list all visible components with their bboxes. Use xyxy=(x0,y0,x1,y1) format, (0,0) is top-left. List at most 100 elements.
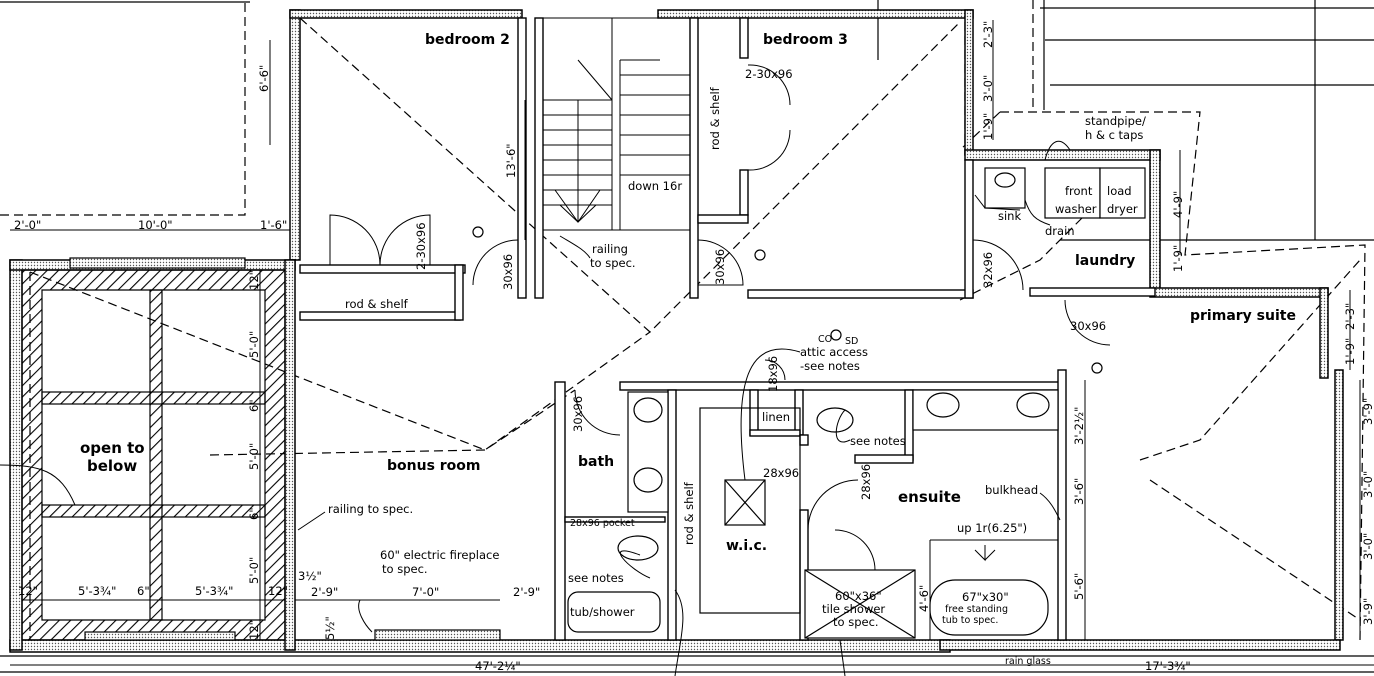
dim-12-a: 12" xyxy=(247,270,261,290)
dryer-load: load xyxy=(1107,184,1132,198)
laundry-label: laundry xyxy=(1075,253,1135,269)
dim-2-3-right: 2'-3" xyxy=(1343,303,1357,330)
railing-spec-note: railing to spec. xyxy=(328,502,413,516)
tub-spec: tub to spec. xyxy=(942,615,998,626)
see-notes-ensuite: see notes xyxy=(850,434,906,448)
smoke-detectors xyxy=(472,226,1103,374)
dryer-label: dryer xyxy=(1107,202,1138,216)
dim-3-9-a: 3'-9" xyxy=(1361,398,1374,425)
rod-shelf-bed2: rod & shelf xyxy=(345,297,409,311)
railing-note-2: to spec. xyxy=(590,256,636,270)
standpipe-note-1: standpipe/ xyxy=(1085,114,1146,128)
bonus-room-label: bonus room xyxy=(387,458,481,474)
wic-label: w.i.c. xyxy=(726,538,767,554)
door-bed2-closet: 2-30x96 xyxy=(414,222,428,270)
ensuite-label: ensuite xyxy=(898,488,961,506)
dim-3-0-b: 3'-0" xyxy=(1361,471,1374,498)
door-linen: 18x96 xyxy=(766,356,780,392)
door-bed3: 30x96 xyxy=(713,249,727,285)
dim-5-6: 5'-6" xyxy=(1072,573,1086,600)
dim-3-9-b: 3'-9" xyxy=(1361,598,1374,625)
door-bed3-closet: 2-30x96 xyxy=(745,67,793,81)
washer-label: washer xyxy=(1055,202,1097,216)
staircase xyxy=(542,17,691,231)
fixtures xyxy=(374,167,1146,641)
dim-10-0: 10'-0" xyxy=(138,218,173,232)
dim-6-c: 6" xyxy=(137,584,150,598)
rain-glass-note: rain glass xyxy=(1005,656,1051,667)
leaders xyxy=(0,140,1071,676)
dim-3-2: 3'-2½" xyxy=(1072,407,1086,445)
door-laundry: 32x96 xyxy=(981,252,995,288)
dim-5-5: 5½" xyxy=(323,616,337,640)
dim-1-9-mid: 1'-9" xyxy=(1171,245,1185,272)
bedroom-3-label: bedroom 3 xyxy=(763,32,848,48)
dim-3-6: 3'-6" xyxy=(1072,478,1086,505)
dim-5-3-b: 5'-3¾" xyxy=(195,584,233,598)
dim-5-0-a: 5'-0" xyxy=(247,331,261,358)
step-up-note: up 1r(6.25") xyxy=(957,521,1027,535)
tile-shower-3: to spec. xyxy=(833,615,879,629)
pocket-door-note: 28x96 pocket xyxy=(570,518,635,529)
dim-1-9-right: 1'-9" xyxy=(1343,338,1357,365)
dim-3-0-top: 3'-0" xyxy=(981,75,995,102)
interior-walls xyxy=(299,17,1156,641)
door-bath: 30x96 xyxy=(571,396,585,432)
door-swings xyxy=(329,64,1111,571)
dim-3-5: 3½" xyxy=(298,569,322,583)
tub-size: 67"x30" xyxy=(962,590,1009,604)
co-label: CO xyxy=(818,334,832,345)
dim-primary-width: 17'-3¾" xyxy=(1145,659,1191,673)
see-notes-bath: see notes xyxy=(568,571,624,585)
dim-6-b: 6" xyxy=(247,507,261,520)
bath-label: bath xyxy=(578,454,614,470)
dim-overall: 47'-2¼" xyxy=(475,659,521,673)
fireplace-note-2: to spec. xyxy=(382,562,428,576)
dim-13-6: 13'-6" xyxy=(504,143,518,178)
dim-4-6: 4'-6" xyxy=(917,585,931,612)
railing-note-1: railing xyxy=(592,242,628,256)
bulkhead-note: bulkhead xyxy=(985,483,1038,497)
rod-shelf-bed3: rod & shelf xyxy=(708,86,722,150)
dim-5-3-a: 5'-3¾" xyxy=(78,584,116,598)
dim-12-c: 12" xyxy=(18,584,38,598)
dim-2-9-b: 2'-9" xyxy=(513,585,540,599)
dim-12-b: 12" xyxy=(247,620,261,640)
drain-label: drain xyxy=(1045,224,1075,238)
rod-shelf-wic: rod & shelf xyxy=(682,481,696,545)
tub-shower-label: tub/shower xyxy=(570,605,635,619)
sd-label: SD xyxy=(845,336,858,347)
dim-2-9-a: 2'-9" xyxy=(311,585,338,599)
dim-1-6: 1'-6" xyxy=(260,218,287,232)
dim-4-9: 4'-9" xyxy=(1171,191,1185,218)
linen-label: linen xyxy=(762,410,790,424)
door-primary: 30x96 xyxy=(1070,319,1106,333)
dim-7-0: 7'-0" xyxy=(412,585,439,599)
dim-2-0: 2'-0" xyxy=(14,218,41,232)
sink-label: sink xyxy=(998,209,1021,223)
stairs-down-label: down 16r xyxy=(628,179,682,193)
tile-shower-2: tile shower xyxy=(822,602,885,616)
dim-5-0-c: 5'-0" xyxy=(247,557,261,584)
dimension-lines xyxy=(10,20,1374,666)
fireplace-note-1: 60" electric fireplace xyxy=(380,548,499,562)
primary-suite-label: primary suite xyxy=(1190,308,1296,324)
door-bed2: 30x96 xyxy=(501,254,515,290)
tile-shower-1: 60"x36" xyxy=(835,589,882,603)
dim-3-0-c: 3'-0" xyxy=(1361,533,1374,560)
attic-note-1: attic access xyxy=(800,345,868,359)
standpipe-note-2: h & c taps xyxy=(1085,128,1143,142)
tub-free-standing: free standing xyxy=(945,604,1008,615)
dim-6-a: 6" xyxy=(247,399,261,412)
attic-note-2: -see notes xyxy=(800,359,860,373)
dim-1-9-top: 1'-9" xyxy=(981,113,995,140)
bedroom-2-label: bedroom 2 xyxy=(425,32,510,48)
dim-6-6: 6'-6" xyxy=(257,65,271,92)
open-to-below-label-2: below xyxy=(87,457,137,475)
open-to-below-frame xyxy=(21,257,286,641)
washer-front: front xyxy=(1065,184,1093,198)
open-to-below-label-1: open to xyxy=(80,439,145,457)
door-wc: 28x96 xyxy=(859,464,873,500)
